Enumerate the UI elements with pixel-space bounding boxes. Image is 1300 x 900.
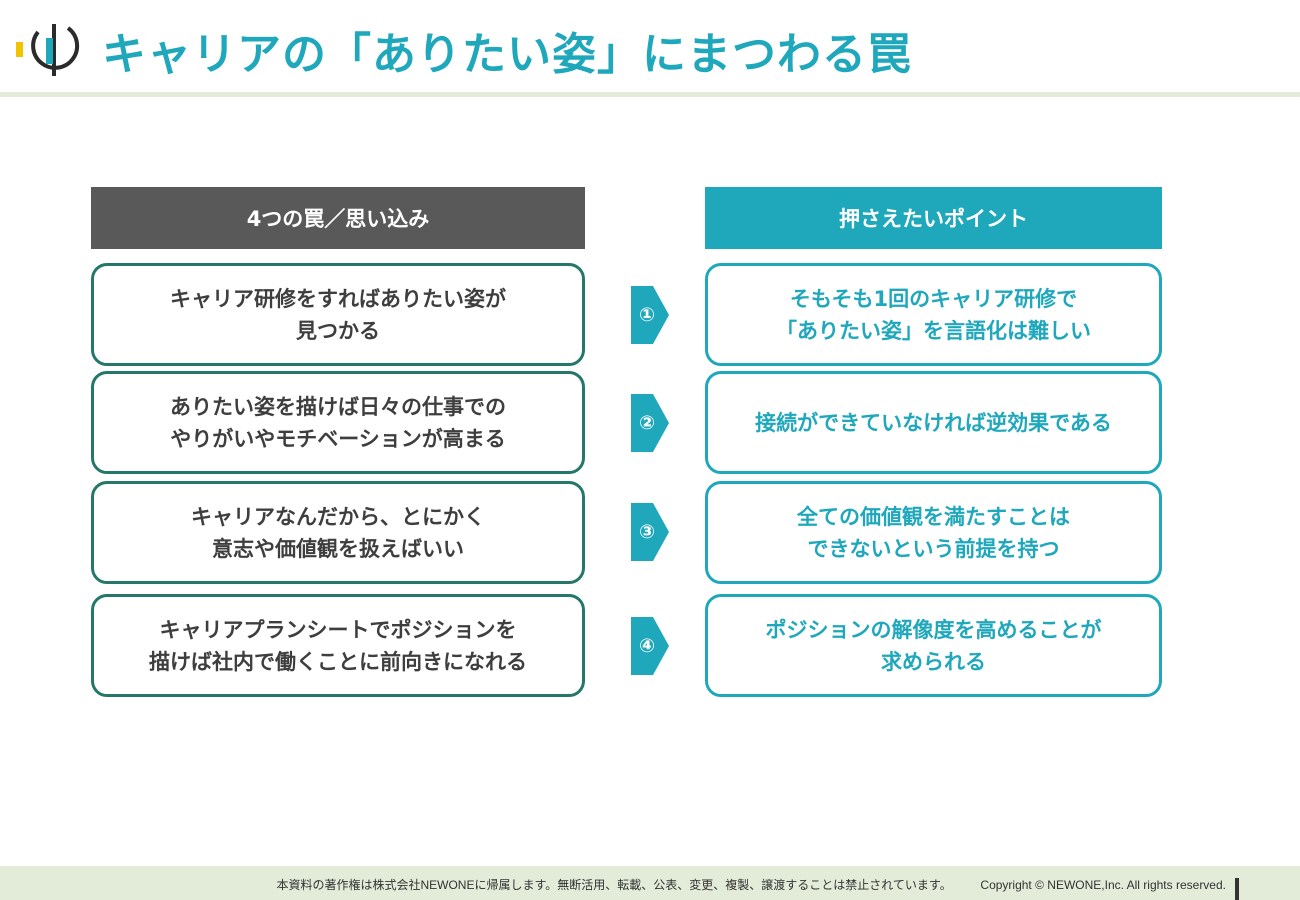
page-title: キャリアの「ありたい姿」にまつわる罠 (102, 29, 912, 80)
chevron-right-icon (631, 503, 669, 561)
row-number-4: ④ (638, 635, 656, 657)
arrow-4: ④ (631, 617, 669, 675)
copyright-line: Copyright © NEWONE,Inc. All rights reser… (980, 878, 1226, 892)
arrow-2: ② (631, 394, 669, 452)
trap-box-2: ありたい姿を描けば日々の仕事での やりがいやモチベーションが高まる (91, 371, 585, 474)
point-box-1: そもそも1回のキャリア研修で 「ありたい姿」を言語化は難しい (705, 263, 1162, 366)
point-box-3: 全ての価値観を満たすことは できないという前提を持つ (705, 481, 1162, 584)
trap-box-4: キャリアプランシートでポジションを 描けば社内で働くことに前向きになれる (91, 594, 585, 697)
arrow-1: ① (631, 286, 669, 344)
point-box-4: ポジションの解像度を高めることが 求められる (705, 594, 1162, 697)
page-header: キャリアの「ありたい姿」にまつわる罠 (0, 0, 1300, 97)
chevron-right-icon (631, 617, 669, 675)
chevron-right-icon (631, 286, 669, 344)
footer-text: 本資料の著作権は株式会社NEWONEに帰属します。無断活用、転載、公表、変更、複… (276, 876, 1226, 893)
points-heading: 押さえたいポイント (705, 187, 1162, 249)
copyright-notice: 本資料の著作権は株式会社NEWONEに帰属します。無断活用、転載、公表、変更、複… (276, 878, 952, 892)
point-box-2: 接続ができていなければ逆効果である (705, 371, 1162, 474)
page-footer: 本資料の著作権は株式会社NEWONEに帰属します。無断活用、転載、公表、変更、複… (0, 866, 1300, 900)
header-divider (0, 92, 1300, 97)
footer-bar (1235, 878, 1239, 900)
chevron-right-icon (631, 394, 669, 452)
row-number-1: ① (638, 304, 656, 326)
row-number-3: ③ (638, 521, 656, 543)
trap-box-3: キャリアなんだから、とにかく 意志や価値観を扱えばいい (91, 481, 585, 584)
trap-box-1: キャリア研修をすればありたい姿が 見つかる (91, 263, 585, 366)
row-number-2: ② (638, 412, 656, 434)
arrow-3: ③ (631, 503, 669, 561)
traps-heading: 4つの罠／思い込み (91, 187, 585, 249)
newone-logo-icon (16, 24, 80, 76)
